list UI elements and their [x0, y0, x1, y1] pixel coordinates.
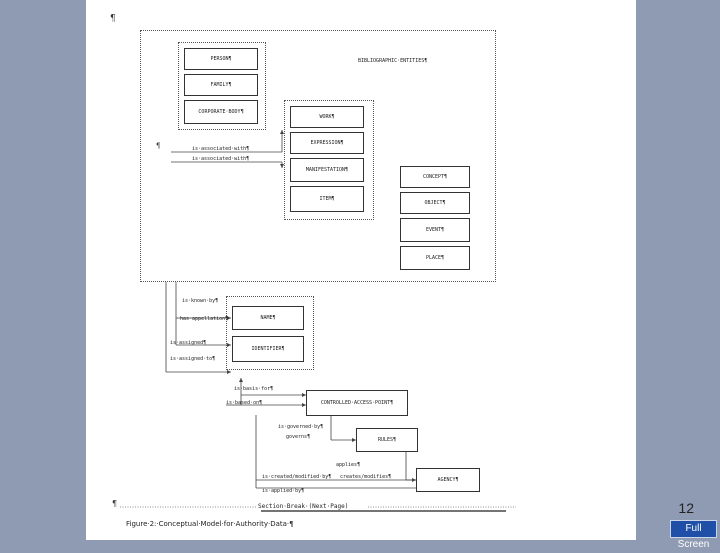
relationship-label: is·associated·with¶ — [192, 156, 250, 162]
object-box: OBJECT¶ — [400, 192, 470, 214]
paragraph-mark-break: ¶ — [112, 499, 118, 508]
bibliographic-entities-group — [140, 30, 496, 282]
item-box: ITEM¶ — [290, 186, 364, 212]
connector-lines — [120, 130, 516, 512]
work-group — [284, 100, 374, 220]
person-box: PERSON¶ — [184, 48, 258, 70]
controlled-access-point-box: CONTROLLED·ACCESS·POINT¶ — [306, 390, 408, 416]
full-screen-button[interactable]: Full Screen — [670, 520, 717, 550]
work-box: WORK¶ — [290, 106, 364, 128]
paragraph-mark-small: ¶ — [156, 142, 161, 150]
relationship-label: is·basis·for¶ — [234, 386, 274, 392]
section-break-label: Section·Break·(Next·Page) — [258, 503, 349, 510]
relationship-label: applies¶ — [336, 462, 361, 468]
relationship-label: has·appellation¶ — [180, 316, 229, 322]
figure-caption: Figure·2:·Conceptual·Model·for·Authority… — [126, 520, 294, 528]
event-box: EVENT¶ — [400, 218, 470, 242]
relationship-label: is·assigned·to¶ — [170, 356, 216, 362]
manifestation-box: MANIFESTATION¶ — [290, 158, 364, 182]
expression-box: EXPRESSION¶ — [290, 132, 364, 154]
rules-box: RULES¶ — [356, 428, 418, 452]
name-box: NAME¶ — [232, 306, 304, 330]
relationship-label: is·governed·by¶ — [278, 424, 324, 430]
person-family-corporate-group — [178, 42, 266, 130]
relationship-label: governs¶ — [286, 434, 311, 440]
bibliographic-entities-label: BIBLIOGRAPHIC·ENTITIES¶ — [358, 58, 428, 64]
paragraph-mark: ¶ — [110, 14, 116, 24]
corporate-body-box: CORPORATE·BODY¶ — [184, 100, 258, 124]
place-box: PLACE¶ — [400, 246, 470, 270]
document-page: ¶ — [86, 0, 636, 540]
agency-box: AGENCY¶ — [416, 468, 480, 492]
relationship-label: is·assigned¶ — [170, 340, 207, 346]
relationship-label: is·created/modified·by¶ — [262, 474, 332, 480]
concept-box: CONCEPT¶ — [400, 166, 470, 188]
name-identifier-group — [226, 296, 314, 370]
slide-number: 12 — [678, 500, 694, 516]
relationship-label: is·applied·by¶ — [262, 488, 305, 494]
relationship-label: is·known·by¶ — [182, 298, 219, 304]
family-box: FAMILY¶ — [184, 74, 258, 96]
identifier-box: IDENTIFIER¶ — [232, 336, 304, 362]
relationship-label: is·based·on¶ — [226, 400, 263, 406]
relationship-label: is·associated·with¶ — [192, 146, 250, 152]
relationship-label: creates/modifies¶ — [340, 474, 392, 480]
